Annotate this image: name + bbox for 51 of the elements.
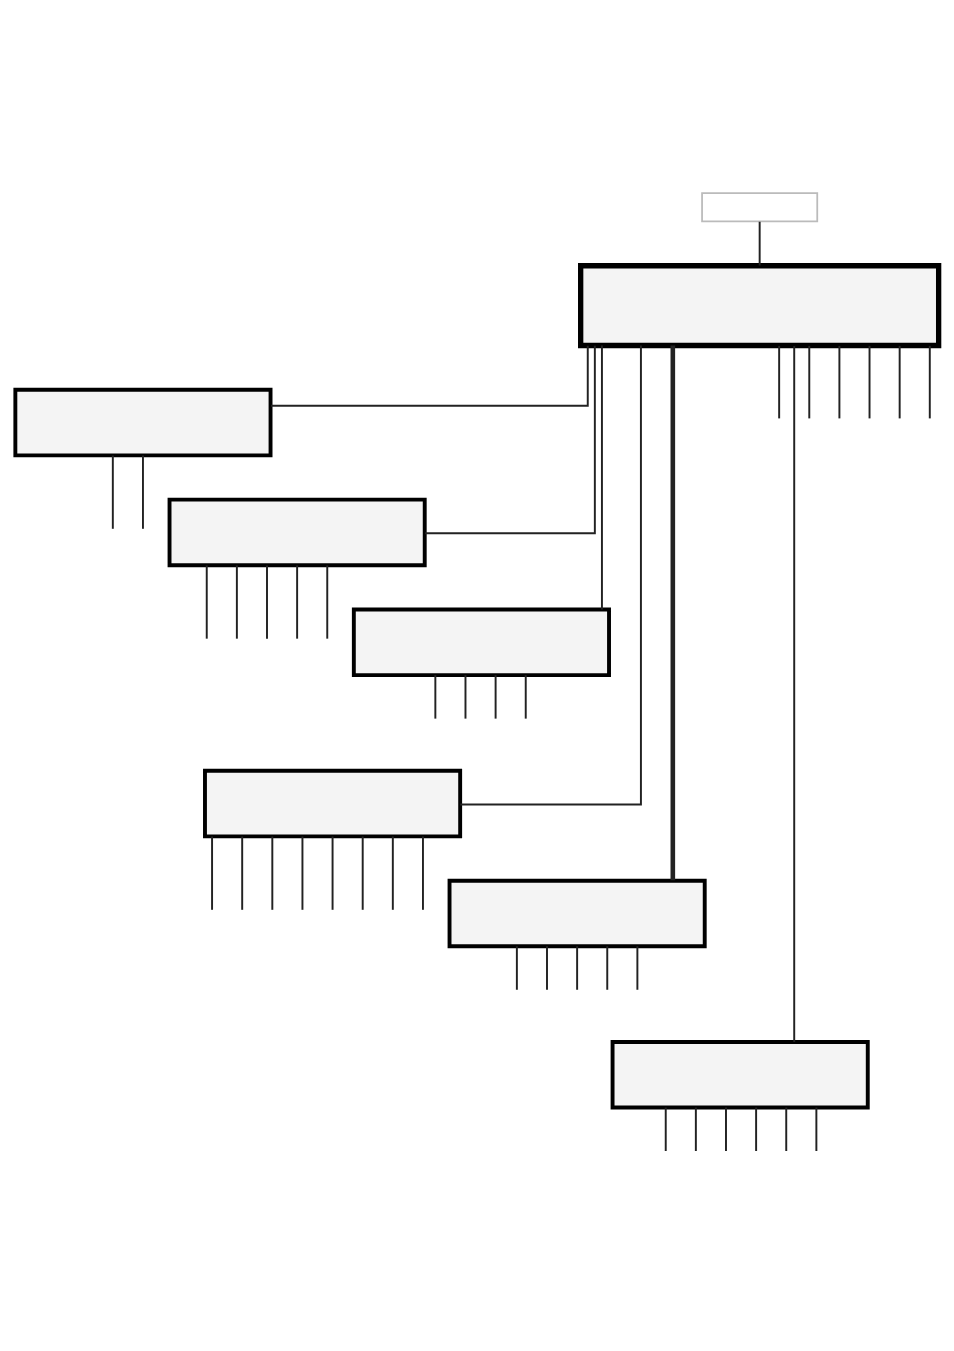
connector (326, 563, 329, 640)
connector (793, 344, 796, 1043)
connector (694, 1106, 697, 1152)
connector (838, 344, 841, 419)
connector (434, 673, 437, 720)
connector (815, 1106, 818, 1152)
connector (301, 835, 304, 911)
node-box (351, 607, 611, 677)
connector (205, 563, 208, 640)
connector (271, 835, 274, 911)
connector (141, 454, 144, 530)
connector (785, 1106, 788, 1152)
connector (664, 1106, 667, 1152)
connector (361, 835, 364, 911)
connector (459, 344, 642, 805)
connector (211, 835, 214, 911)
connector (868, 344, 871, 419)
node-box (167, 497, 427, 567)
connector (331, 835, 334, 911)
node-box (701, 191, 819, 222)
connector (464, 673, 467, 720)
connector (296, 563, 299, 640)
connector (494, 673, 497, 720)
connector (524, 673, 527, 720)
connector (670, 345, 676, 880)
connector (758, 220, 761, 266)
node-box (610, 1039, 870, 1109)
node-box (447, 878, 707, 948)
connector (928, 344, 931, 419)
connector (424, 344, 596, 534)
connector (576, 944, 579, 991)
connector (725, 1106, 727, 1152)
connector (266, 563, 268, 640)
connector (778, 344, 781, 419)
connector (241, 835, 244, 911)
connector (755, 1106, 758, 1152)
connector (270, 344, 589, 407)
connector (636, 944, 639, 991)
connector (600, 344, 603, 610)
connector (391, 835, 394, 911)
connector (515, 944, 518, 991)
connector (546, 944, 548, 991)
node-box (13, 387, 273, 457)
connector (111, 454, 114, 530)
connector (235, 563, 238, 640)
connector (808, 344, 811, 419)
connector (898, 344, 901, 419)
connector (606, 944, 609, 991)
node-box (578, 262, 942, 348)
node-box (203, 768, 463, 838)
connector (421, 835, 424, 911)
